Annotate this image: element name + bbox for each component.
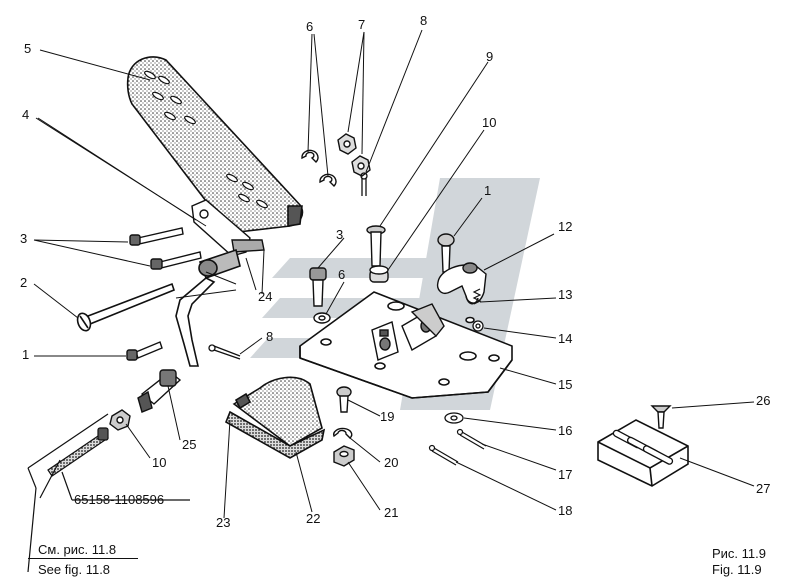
- pedal-bracket: [191, 199, 265, 257]
- long-rod: [76, 282, 175, 332]
- nut-10-left: [109, 409, 131, 431]
- part-number: 65158-1108596: [74, 492, 165, 507]
- pedal-pad: [126, 56, 304, 233]
- callout-22: 22: [306, 511, 321, 526]
- nut-21: [333, 445, 355, 467]
- callout-16: 16: [558, 423, 573, 438]
- callout-14: 14: [558, 331, 573, 346]
- callout-18: 18: [558, 503, 573, 518]
- callout-17: 17: [558, 467, 573, 482]
- cable-clamp: [137, 369, 182, 413]
- bolt-3-right: [309, 267, 327, 307]
- rubber-boot: [224, 376, 326, 459]
- callout-25: 25: [182, 437, 197, 452]
- cotter-pin-17: [456, 428, 487, 450]
- leader-lines: [33, 29, 755, 519]
- washer-20: [333, 427, 353, 439]
- bolt-19: [336, 386, 352, 413]
- callout-6-top: 6: [306, 19, 314, 34]
- cotter-pin-18: [428, 444, 459, 466]
- washer-16: [444, 412, 464, 424]
- callout-12: 12: [558, 219, 573, 234]
- callout-1-left: 1: [22, 347, 30, 362]
- figure-caption-ru: Рис. 11.9: [712, 546, 766, 561]
- pedal-lever: [175, 248, 241, 367]
- callout-8-left: 8: [266, 329, 274, 344]
- callout-27: 27: [756, 481, 771, 496]
- bracket-12: [436, 262, 487, 305]
- callout-9: 9: [486, 49, 494, 64]
- plate-bracket: [371, 303, 445, 361]
- callout-10-left: 10: [152, 455, 167, 470]
- callout-19: 19: [380, 409, 395, 424]
- callout-20: 20: [384, 455, 399, 470]
- bolts-3: [129, 227, 202, 270]
- foot-pad: [597, 419, 689, 487]
- see-fig-bracket: [27, 413, 190, 573]
- nuts-7: [337, 133, 371, 177]
- callout-8-top: 8: [420, 13, 428, 28]
- bolt-1-left: [126, 341, 163, 361]
- callout-3-left: 3: [20, 231, 28, 246]
- washers-6-top: [301, 149, 337, 187]
- screw-26: [650, 405, 672, 429]
- bolt-1-right: [437, 233, 455, 273]
- cotter-pin-8-left: [208, 344, 241, 360]
- callout-3-right: 3: [336, 227, 344, 242]
- callout-23: 23: [216, 515, 231, 530]
- spacer-10-right: [369, 265, 389, 283]
- spring-13: [472, 288, 482, 305]
- callout-1-right: 1: [484, 183, 492, 198]
- callout-5: 5: [24, 41, 32, 56]
- callout-21: 21: [384, 505, 399, 520]
- mounting-plate: [299, 291, 513, 399]
- figure-caption-en: Fig. 11.9: [712, 562, 762, 577]
- callout-13: 13: [558, 287, 573, 302]
- callout-10-right: 10: [482, 115, 497, 130]
- callout-2: 2: [20, 275, 28, 290]
- washer-6-right: [313, 312, 331, 324]
- callout-24: 24: [258, 289, 273, 304]
- callout-7: 7: [358, 17, 366, 32]
- cotter-pin-8-top: [360, 172, 368, 196]
- long-cable-bolt: [47, 427, 109, 477]
- see-figure-ru: См. рис. 11.8: [38, 542, 117, 557]
- callout-4: 4: [22, 107, 30, 122]
- callout-26: 26: [756, 393, 771, 408]
- note-divider: [28, 558, 138, 559]
- see-figure-en: See fig. 11.8: [38, 562, 111, 577]
- bolt-9: [366, 225, 386, 267]
- callout-15: 15: [558, 377, 573, 392]
- washer-14: [472, 320, 484, 332]
- callout-6-right: 6: [338, 267, 346, 282]
